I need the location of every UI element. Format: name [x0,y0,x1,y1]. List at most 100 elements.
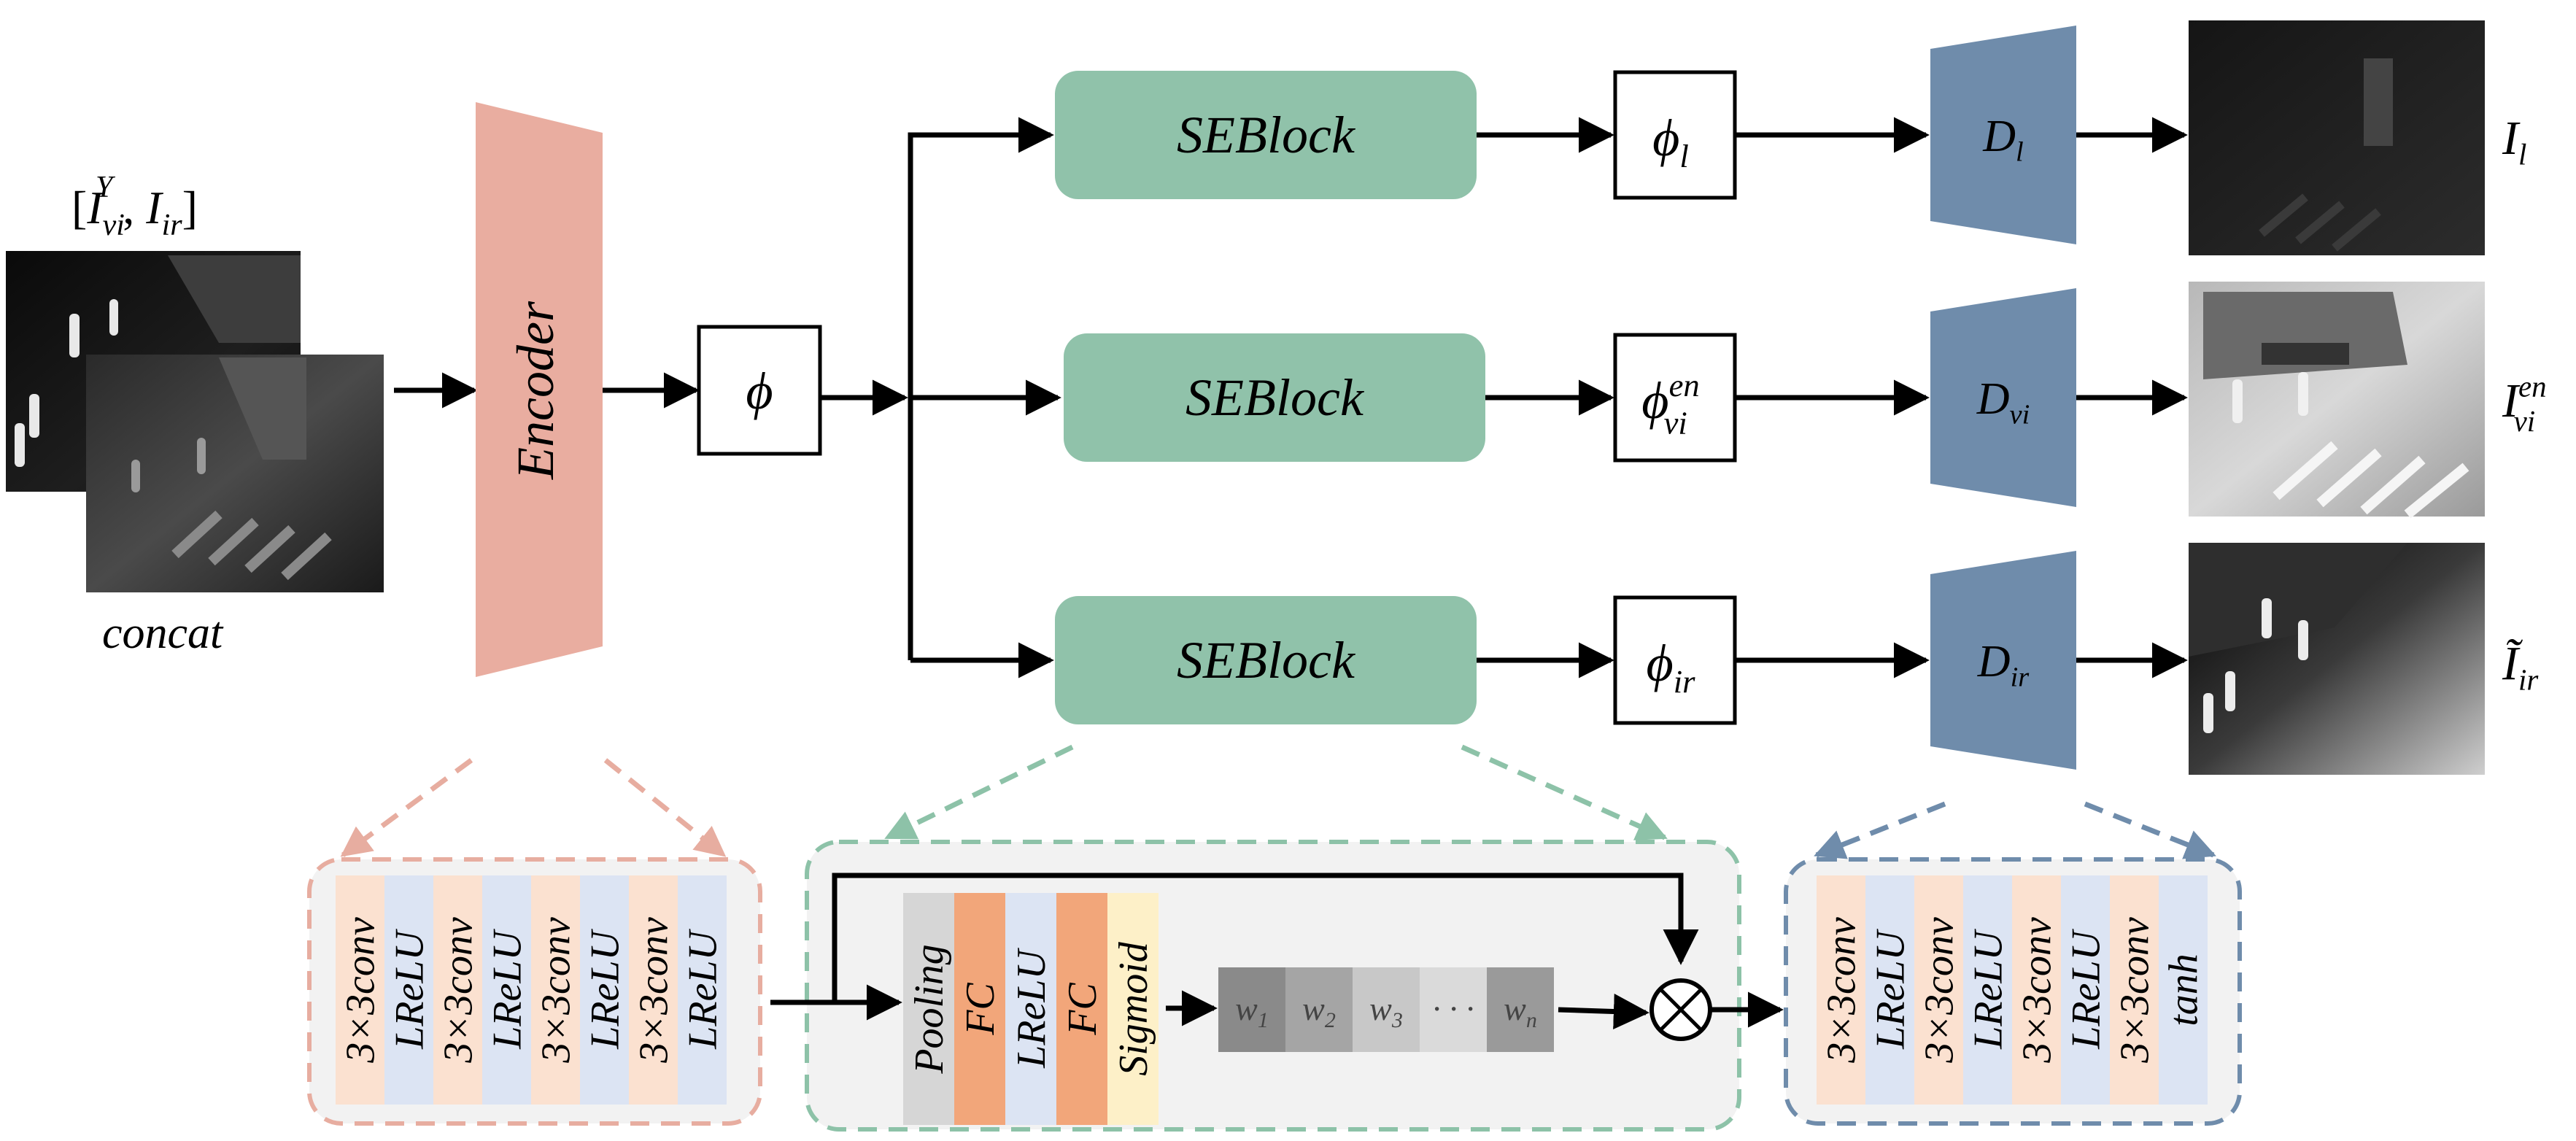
fc-layer [1056,893,1107,1125]
weight-label: · · · [1432,990,1474,1027]
seblock-2 [1064,333,1485,462]
lrelu-layer-label: LReLU [583,929,628,1050]
input-images: [IviY, Iir] concat [6,171,384,658]
output-images [2189,20,2485,775]
visible-building [219,357,306,460]
seblock-label: SEBlock [1177,106,1356,164]
tanh-layer-label: tanh [2162,954,2207,1026]
weight-label: w2 [1302,990,1336,1032]
latent-feature-box [697,325,822,456]
lrelu-layer [2061,875,2110,1105]
encoder-label: Encoder [506,301,565,480]
lrelu-layer [678,875,727,1105]
lrelu-layer-label: LReLU [681,929,726,1050]
decoder-label: Dl [1982,112,2023,168]
input-tensor-label: [IviY, Iir] [71,171,198,242]
pooling-layer-label: Pooling [907,944,952,1074]
encoder-detail-link-left [340,758,473,857]
decoder-detail-link-left [1814,801,1946,859]
feature-box-vi [1613,333,1737,463]
decoder-label: Dvi [1976,374,2030,430]
weight-cell [1353,967,1420,1052]
tanh-layer [2159,875,2208,1105]
decoder-label: Dir [1977,637,2030,693]
lrelu-layer-label: LReLU [1009,948,1054,1069]
visible-crosswalk [171,510,332,581]
lrelu-layer-label: LReLU [485,929,530,1050]
conv-layer-label: 3×3conv [534,917,579,1064]
lrelu-layer [384,875,433,1105]
weight-cell [1285,967,1353,1052]
feature-label: ϕir [1646,634,1695,700]
pooling-layer [903,893,954,1125]
conv-layer [433,875,482,1105]
conv-layer [336,875,384,1105]
conv-layer [2110,875,2159,1105]
infrared-building [168,255,301,343]
sigmoid-layer-label: Sigmoid [1111,941,1156,1076]
conv-layer [2012,875,2061,1105]
weight-label: w1 [1235,990,1269,1032]
conv-layer-label: 3×3conv [1917,917,1962,1064]
feature-label: ϕl [1652,109,1689,174]
lrelu-layer [1865,875,1914,1105]
seblock-weight-vector: w1 w2 w3 · · · wn [1218,967,1554,1052]
decoder-ir [1930,551,2076,770]
seblock-detail-link-left [884,744,1074,840]
latent-feature-label: ϕ [746,362,773,420]
multiply-icon [1659,988,1703,1032]
seblock-flow-arrows [770,873,1784,1030]
conv-layer-label: 3×3conv [2113,917,2158,1064]
lrelu-layer-label: LReLU [1966,929,2011,1050]
sigmoid-layer [1107,893,1159,1125]
weight-cell [1487,967,1554,1052]
conv-layer [1914,875,1963,1105]
conv-layer-label: 3×3conv [1819,917,1865,1064]
weight-cell [1218,967,1285,1052]
lrelu-layer [482,875,531,1105]
conv-layer [629,875,678,1105]
lrelu-layer [1005,893,1056,1125]
branch-connector [820,117,1061,678]
lrelu-layer-label: LReLU [1868,929,1914,1050]
branch-1: SEBlock ϕl Dl Il [1055,26,2526,244]
fc-layer-label: FC [1060,983,1105,1036]
conv-layer-label: 3×3conv [339,917,384,1064]
seblock-label: SEBlock [1185,368,1365,427]
conv-layer-label: 3×3conv [632,917,677,1064]
fc-layer [954,893,1005,1125]
decoder-vi [1930,288,2076,507]
fc-layer-label: FC [958,983,1003,1036]
lrelu-layer [1963,875,2012,1105]
seblock-detail-link-right [1461,744,1668,840]
output-image-illumination [2189,20,2485,255]
conv-layer [1817,875,1865,1105]
feature-box-l [1613,70,1737,200]
output-label-l: Il [2502,112,2526,171]
seblock-3 [1055,596,1477,724]
encoder-detail-link-right [603,758,727,857]
weight-label: w3 [1369,990,1403,1032]
conv-layer [531,875,580,1105]
weight-label: wn [1504,990,1537,1032]
concat-caption: concat [102,608,224,658]
lrelu-layer [580,875,629,1105]
lrelu-layer-label: LReLU [387,929,433,1050]
conv-layer-label: 3×3conv [2015,917,2060,1064]
decoder-l [1930,26,2076,244]
feature-box-ir [1613,595,1737,725]
decoder-detail-link-right [2084,801,2216,859]
output-label-ir: Ĩir [2502,637,2539,697]
conv-layer-label: 3×3conv [436,917,481,1064]
encoder-block [476,102,603,677]
seblock-1 [1055,71,1477,199]
lrelu-layer-label: LReLU [2064,929,2109,1050]
